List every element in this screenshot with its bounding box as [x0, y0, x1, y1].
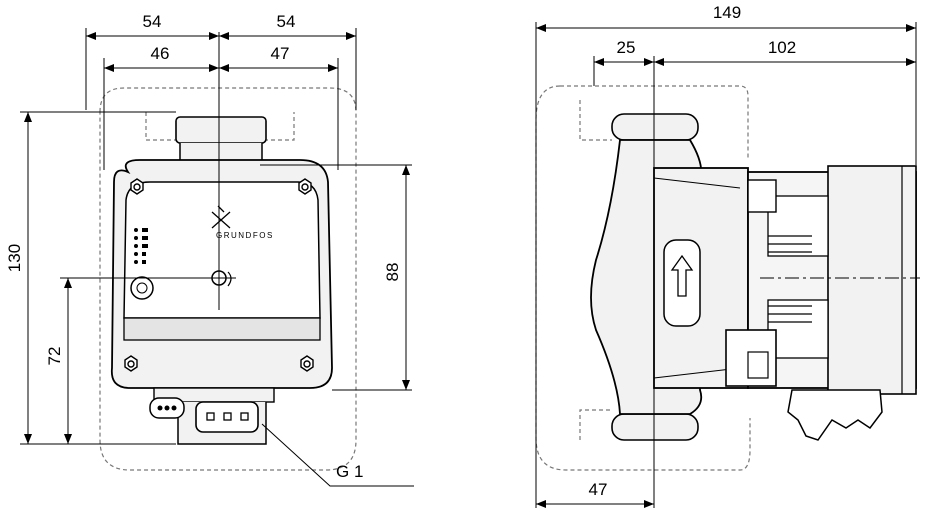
front-extension-lines: [20, 28, 412, 445]
side-terminal-bottom-inner: [747, 351, 769, 379]
side-cable-plug: [787, 389, 883, 441]
bolt-top-left-hole: [133, 183, 141, 191]
bolt-top-right-hole: [301, 183, 309, 191]
side-clearance-outline: [535, 85, 751, 471]
signal-plug-pins: [157, 405, 177, 411]
front-view: GRUNDFOS: [5, 12, 414, 487]
side-motor-cap: [827, 165, 917, 395]
front-inner-dashed: [145, 112, 295, 141]
dim-inner-left: 46: [151, 44, 170, 63]
dim-motor-length: 102: [768, 38, 796, 57]
dim-body-height: 88: [383, 263, 402, 282]
power-plug-pins: [206, 412, 249, 421]
side-top-port: [611, 113, 699, 141]
led-symbol-icon: [142, 236, 148, 240]
led-symbol-icon: [142, 252, 146, 256]
dim-inlet-offset: 25: [617, 38, 636, 57]
front-lower-band: [123, 317, 321, 341]
dim-lower-height: 72: [45, 347, 64, 366]
g1-connector-label: G 1: [336, 462, 363, 481]
push-button: [130, 276, 154, 300]
dim-inner-right: 47: [271, 44, 290, 63]
power-plug: [195, 401, 259, 433]
led-icon: [134, 252, 138, 256]
led-icon: [134, 260, 138, 264]
side-fin-block-top: [767, 195, 829, 257]
led-symbol-icon: [142, 244, 148, 248]
led-symbol-icon: [142, 260, 146, 264]
dim-bottom-length: 47: [589, 480, 608, 499]
bolt-bottom-right-hole: [303, 360, 311, 368]
side-cooling-fins: [768, 235, 812, 323]
front-top-nozzle: [175, 116, 267, 144]
front-cover: [123, 181, 321, 319]
side-bottom-port: [611, 413, 699, 441]
flow-direction-arrow-icon: [670, 254, 694, 297]
brand-text: GRUNDFOS: [216, 231, 274, 240]
dim-top-right-half: 54: [277, 12, 296, 31]
led-icon: [134, 228, 138, 232]
led-symbol-icon: [142, 228, 148, 232]
front-bolts: [124, 178, 314, 372]
front-dimension-lines: [24, 32, 410, 444]
push-button-inner: [136, 282, 148, 294]
bolt-bottom-left-hole: [127, 360, 135, 368]
g1-leader-line: [261, 423, 414, 487]
led-indicators: [134, 228, 148, 264]
front-clearance-outline: [99, 87, 357, 471]
side-fin-block-bottom: [767, 299, 829, 359]
side-terminal-top: [747, 179, 777, 213]
dim-top-left-half: 54: [143, 12, 162, 31]
led-icon: [134, 244, 138, 248]
side-inner-dashed: [579, 100, 612, 440]
side-dimension-lines: [536, 24, 916, 508]
dim-total-length: 149: [713, 3, 741, 22]
led-icon: [134, 236, 138, 240]
side-view: 149 25 102 47: [535, 3, 920, 508]
dim-total-height: 130: [5, 244, 24, 272]
